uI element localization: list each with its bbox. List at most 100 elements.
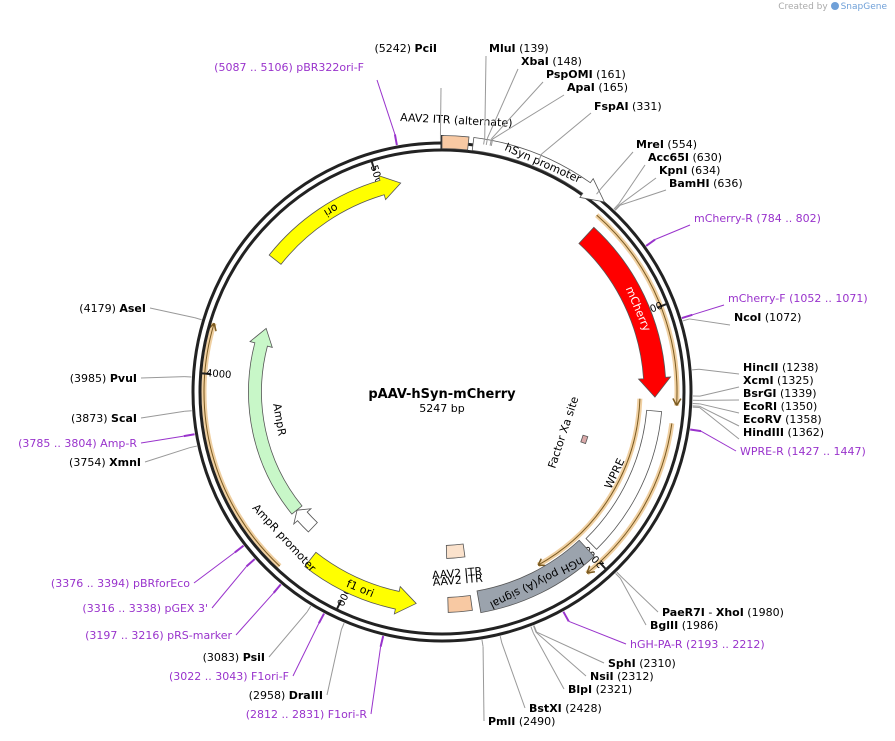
label-text: (2958) DraIII (249, 689, 323, 702)
site-position: (1362) (784, 426, 824, 439)
site-enzyme: DraIII (289, 689, 323, 702)
site-ecori: EcoRI (1350) (692, 400, 817, 414)
tick-label: 4000 (206, 368, 232, 381)
site-enzyme: HincII (743, 361, 779, 374)
site-position: (148) (549, 55, 582, 68)
label-text: WPRE-R (1427 .. 1447) (740, 445, 866, 458)
label-text: (3873) ScaI (71, 412, 137, 425)
site-bstxi: BstXI (2428) (499, 636, 602, 715)
label-text: KpnI (634) (659, 164, 720, 177)
site-position: (3873) (71, 412, 111, 425)
site-position: (554) (664, 138, 697, 151)
feature-shape (445, 543, 466, 559)
site-enzyme: AseI (119, 302, 146, 315)
label-text: BglII (1986) (650, 619, 718, 632)
site-separator: - (705, 606, 716, 619)
label-text: NcoI (1072) (734, 311, 801, 324)
feature-shape (476, 539, 595, 614)
tick-mark (657, 302, 668, 309)
primer-hgh-pa-r: hGH-PA-R (2193 .. 2212) (562, 611, 765, 651)
site-position: (636) (710, 177, 743, 190)
label-text: FspAI (331) (594, 100, 662, 113)
primer-mcherry-f: mCherry-F (1052 .. 1071) (681, 292, 868, 320)
site-position: (139) (516, 42, 549, 55)
site-enzyme: BstXI (529, 702, 562, 715)
feature-itr-a: AAV2 ITR (432, 572, 484, 613)
site-acc65i: Acc65I (630) (613, 151, 722, 210)
feature-ampr: AmpR (248, 327, 303, 515)
site-position: (1980) (744, 606, 784, 619)
label-text: (2812 .. 2831) F1ori-R (246, 708, 368, 721)
label-text: (5087 .. 5106) pBR322ori-F (214, 61, 364, 74)
primer-wpre-r: WPRE-R (1427 .. 1447) (690, 428, 866, 458)
label-text: SphI (2310) (608, 657, 676, 670)
label-text: NsiI (2312) (590, 670, 654, 683)
label-text: (3197 .. 3216) pRS-marker (85, 629, 232, 642)
site-position: (2490) (515, 715, 555, 728)
site-position: (331) (629, 100, 662, 113)
site-xmni: (3754) XmnI (69, 445, 197, 469)
label-text: (3754) XmnI (69, 456, 141, 469)
feature-shape (585, 409, 663, 550)
site-ecorv: EcoRV (1358) (692, 405, 822, 427)
site-position: (1238) (779, 361, 819, 374)
tick-mark (370, 160, 376, 171)
site-enzyme: NsiI (590, 670, 614, 683)
site-position: (2958) (249, 689, 289, 702)
plasmid-name: pAAV-hSyn-mCherry (368, 387, 516, 402)
label-text: XbaI (148) (521, 55, 582, 68)
site-position: (1325) (774, 374, 814, 387)
site-fspai: FspAI (331) (538, 100, 662, 161)
tick-mark (335, 600, 342, 611)
site-position: (1350) (777, 400, 817, 413)
feature-shape (471, 137, 605, 203)
label-text: Acc65I (630) (648, 151, 722, 164)
site-labels: (5242) PciI(5087 .. 5106) pBR322ori-FMlu… (18, 42, 868, 728)
primer-pbr322ori-f: (5087 .. 5106) pBR322ori-F (214, 61, 398, 146)
site-bamhi: BamHI (636) (614, 177, 743, 211)
label-text: (3985) PvuI (70, 372, 137, 385)
site-enzyme: HindIII (743, 426, 784, 439)
site-enzyme: ScaI (111, 412, 137, 425)
snapgene-credit: Created by SnapGene (778, 2, 887, 12)
label-text: PaeR7I - XhoI (1980) (662, 606, 784, 619)
site-pspomi: PspOMI (161) (489, 68, 626, 146)
feature-shape (441, 135, 470, 151)
label-text: (4179) AseI (79, 302, 146, 315)
snapgene-logo-icon (830, 2, 839, 10)
site-psii: (3083) PsiI (203, 605, 312, 664)
site-position: (5242) (374, 42, 414, 55)
site-pcii: (5242) PciI (374, 42, 442, 142)
site-ncoi: NcoI (1072) (682, 311, 801, 326)
site-blpi: BlpI (2321) (530, 626, 632, 696)
site-enzyme: PsiI (243, 651, 265, 664)
credit-prefix: Created by (778, 2, 828, 12)
label-text: (3083) PsiI (203, 651, 265, 664)
feature-label-hgh-polya: hGH poly(A) signal (488, 554, 586, 611)
label-text: HindIII (1362) (743, 426, 824, 439)
primer-amp-r: (3785 .. 3804) Amp-R (18, 433, 195, 450)
site-enzyme: PspOMI (546, 68, 593, 81)
site-enzyme: XcmI (743, 374, 774, 387)
label-text: mCherry-R (784 .. 802) (694, 212, 821, 225)
label-text: ApaI (165) (567, 81, 628, 94)
primer-f1ori-f: (3022 .. 3043) F1ori-F (169, 613, 325, 683)
label-text: BlpI (2321) (568, 683, 632, 696)
feature-label-ampr: AmpR (270, 402, 288, 437)
feature-label-hsyn-promoter: hSyn promoter (503, 141, 584, 186)
site-enzyme: PmlI (488, 715, 515, 728)
feature-shape (304, 551, 417, 615)
site-draiii: (2958) DraIII (249, 622, 345, 702)
site-position: (1339) (776, 387, 816, 400)
orf-tracks (201, 213, 682, 576)
site-position: (161) (593, 68, 626, 81)
site-sphi: SphI (2310) (533, 625, 676, 670)
site-position: (165) (595, 81, 628, 94)
site-enzyme: PciI (415, 42, 437, 55)
feature-itr-b: AAV2 ITR (432, 543, 483, 582)
site-xbai: XbaI (148) (485, 55, 582, 146)
label-text: PspOMI (161) (546, 68, 626, 81)
tick-mark (200, 372, 211, 376)
primer-pbrforeco: (3376 .. 3394) pBRforEco (51, 544, 245, 590)
site-xcmi: XcmI (1325) (692, 374, 814, 397)
